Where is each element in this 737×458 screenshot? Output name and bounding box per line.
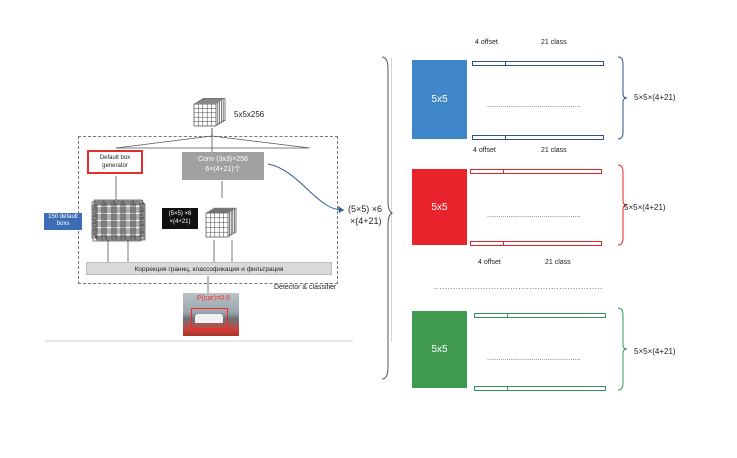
block-formula: 5×5×(4+21) — [634, 347, 676, 356]
vector-ellipsis: ........................................… — [487, 102, 581, 109]
output-shape-line1: (5×5) ×6 — [168, 211, 192, 217]
output-cube — [205, 207, 237, 238]
feature-square-label: 5x5 — [431, 94, 448, 105]
car-shape — [195, 314, 223, 323]
offset-label: 4 offset — [473, 147, 496, 154]
block-brace — [617, 307, 628, 391]
class-label: 21 class — [545, 259, 571, 266]
block-formula: 5×5×(4+21) — [634, 93, 676, 102]
block-brace — [617, 164, 628, 246]
vector-bar-top — [472, 61, 604, 66]
block-formula: 5×5×(4+21) — [624, 203, 666, 212]
correction-bar-label: Коррекция границ, классофикация и фильтр… — [134, 266, 284, 273]
offset-divider — [507, 386, 508, 391]
cube-layer — [193, 103, 217, 127]
conv-label-line1: Conv (3x3)×256 — [197, 156, 248, 163]
offset-divider — [503, 241, 504, 246]
vector-bar-top — [474, 313, 606, 318]
vector-bar-top — [470, 169, 602, 174]
default-boxes-badge: 150 default boxs — [44, 213, 82, 230]
detector-caption: Detector & classifier — [274, 284, 337, 291]
car-bounding-box — [191, 308, 228, 329]
offset-divider — [503, 169, 504, 174]
conv-block: Conv (3x3)×256 6×(4+21)个 — [182, 152, 264, 180]
cube-layer — [205, 212, 229, 238]
block-brace — [617, 56, 628, 140]
middle-formula-line1: (5×5) ×6 — [348, 204, 383, 214]
vector-bar-bottom — [470, 241, 602, 246]
offset-label: 4 offset — [478, 259, 501, 266]
correction-bar: Коррекция границ, классофикация и фильтр… — [86, 262, 332, 275]
default-boxes-badge-label: 150 default boxs — [48, 214, 78, 227]
class-label: 21 class — [541, 39, 567, 46]
separator-dots: ........................................… — [434, 282, 602, 291]
feature-map-label: 5x5x256 — [234, 110, 265, 119]
feature-square: 5x5 — [412, 311, 467, 388]
offset-divider — [505, 61, 506, 66]
detection-image: P(car)=0.6 — [183, 293, 239, 336]
detection-label: P(car)=0.6 — [197, 295, 230, 302]
middle-formula-line2: ×(4+21) — [350, 216, 382, 226]
output-shape-line2: ×(4+21) — [169, 219, 191, 225]
vector-ellipsis: ........................................… — [487, 355, 581, 362]
vector-ellipsis: ........................................… — [487, 212, 581, 219]
feature-square: 5x5 — [412, 60, 467, 139]
conv-label-line2: 6×(4+21)个 — [205, 166, 241, 173]
feature-square-label: 5x5 — [431, 344, 448, 355]
output-shape-label: (5×5) ×6 ×(4+21) — [162, 208, 198, 229]
feature-map-cube — [193, 98, 226, 127]
feature-square: 5x5 — [412, 169, 467, 245]
offset-divider — [507, 313, 508, 318]
vector-bar-bottom — [472, 135, 604, 140]
class-label: 21 class — [541, 147, 567, 154]
middle-formula: (5×5) ×6 ×(4+21) — [348, 203, 382, 227]
middle-divider — [391, 58, 392, 342]
default-box-grid — [91, 199, 146, 242]
default-box-generator-label: Default box generator — [99, 155, 131, 169]
offset-label: 4 offset — [475, 39, 498, 46]
offset-divider — [505, 135, 506, 140]
feature-square-label: 5x5 — [431, 201, 448, 213]
middle-brace — [381, 56, 394, 380]
default-box-generator: Default box generator — [87, 150, 143, 174]
vector-bar-bottom — [474, 386, 606, 391]
